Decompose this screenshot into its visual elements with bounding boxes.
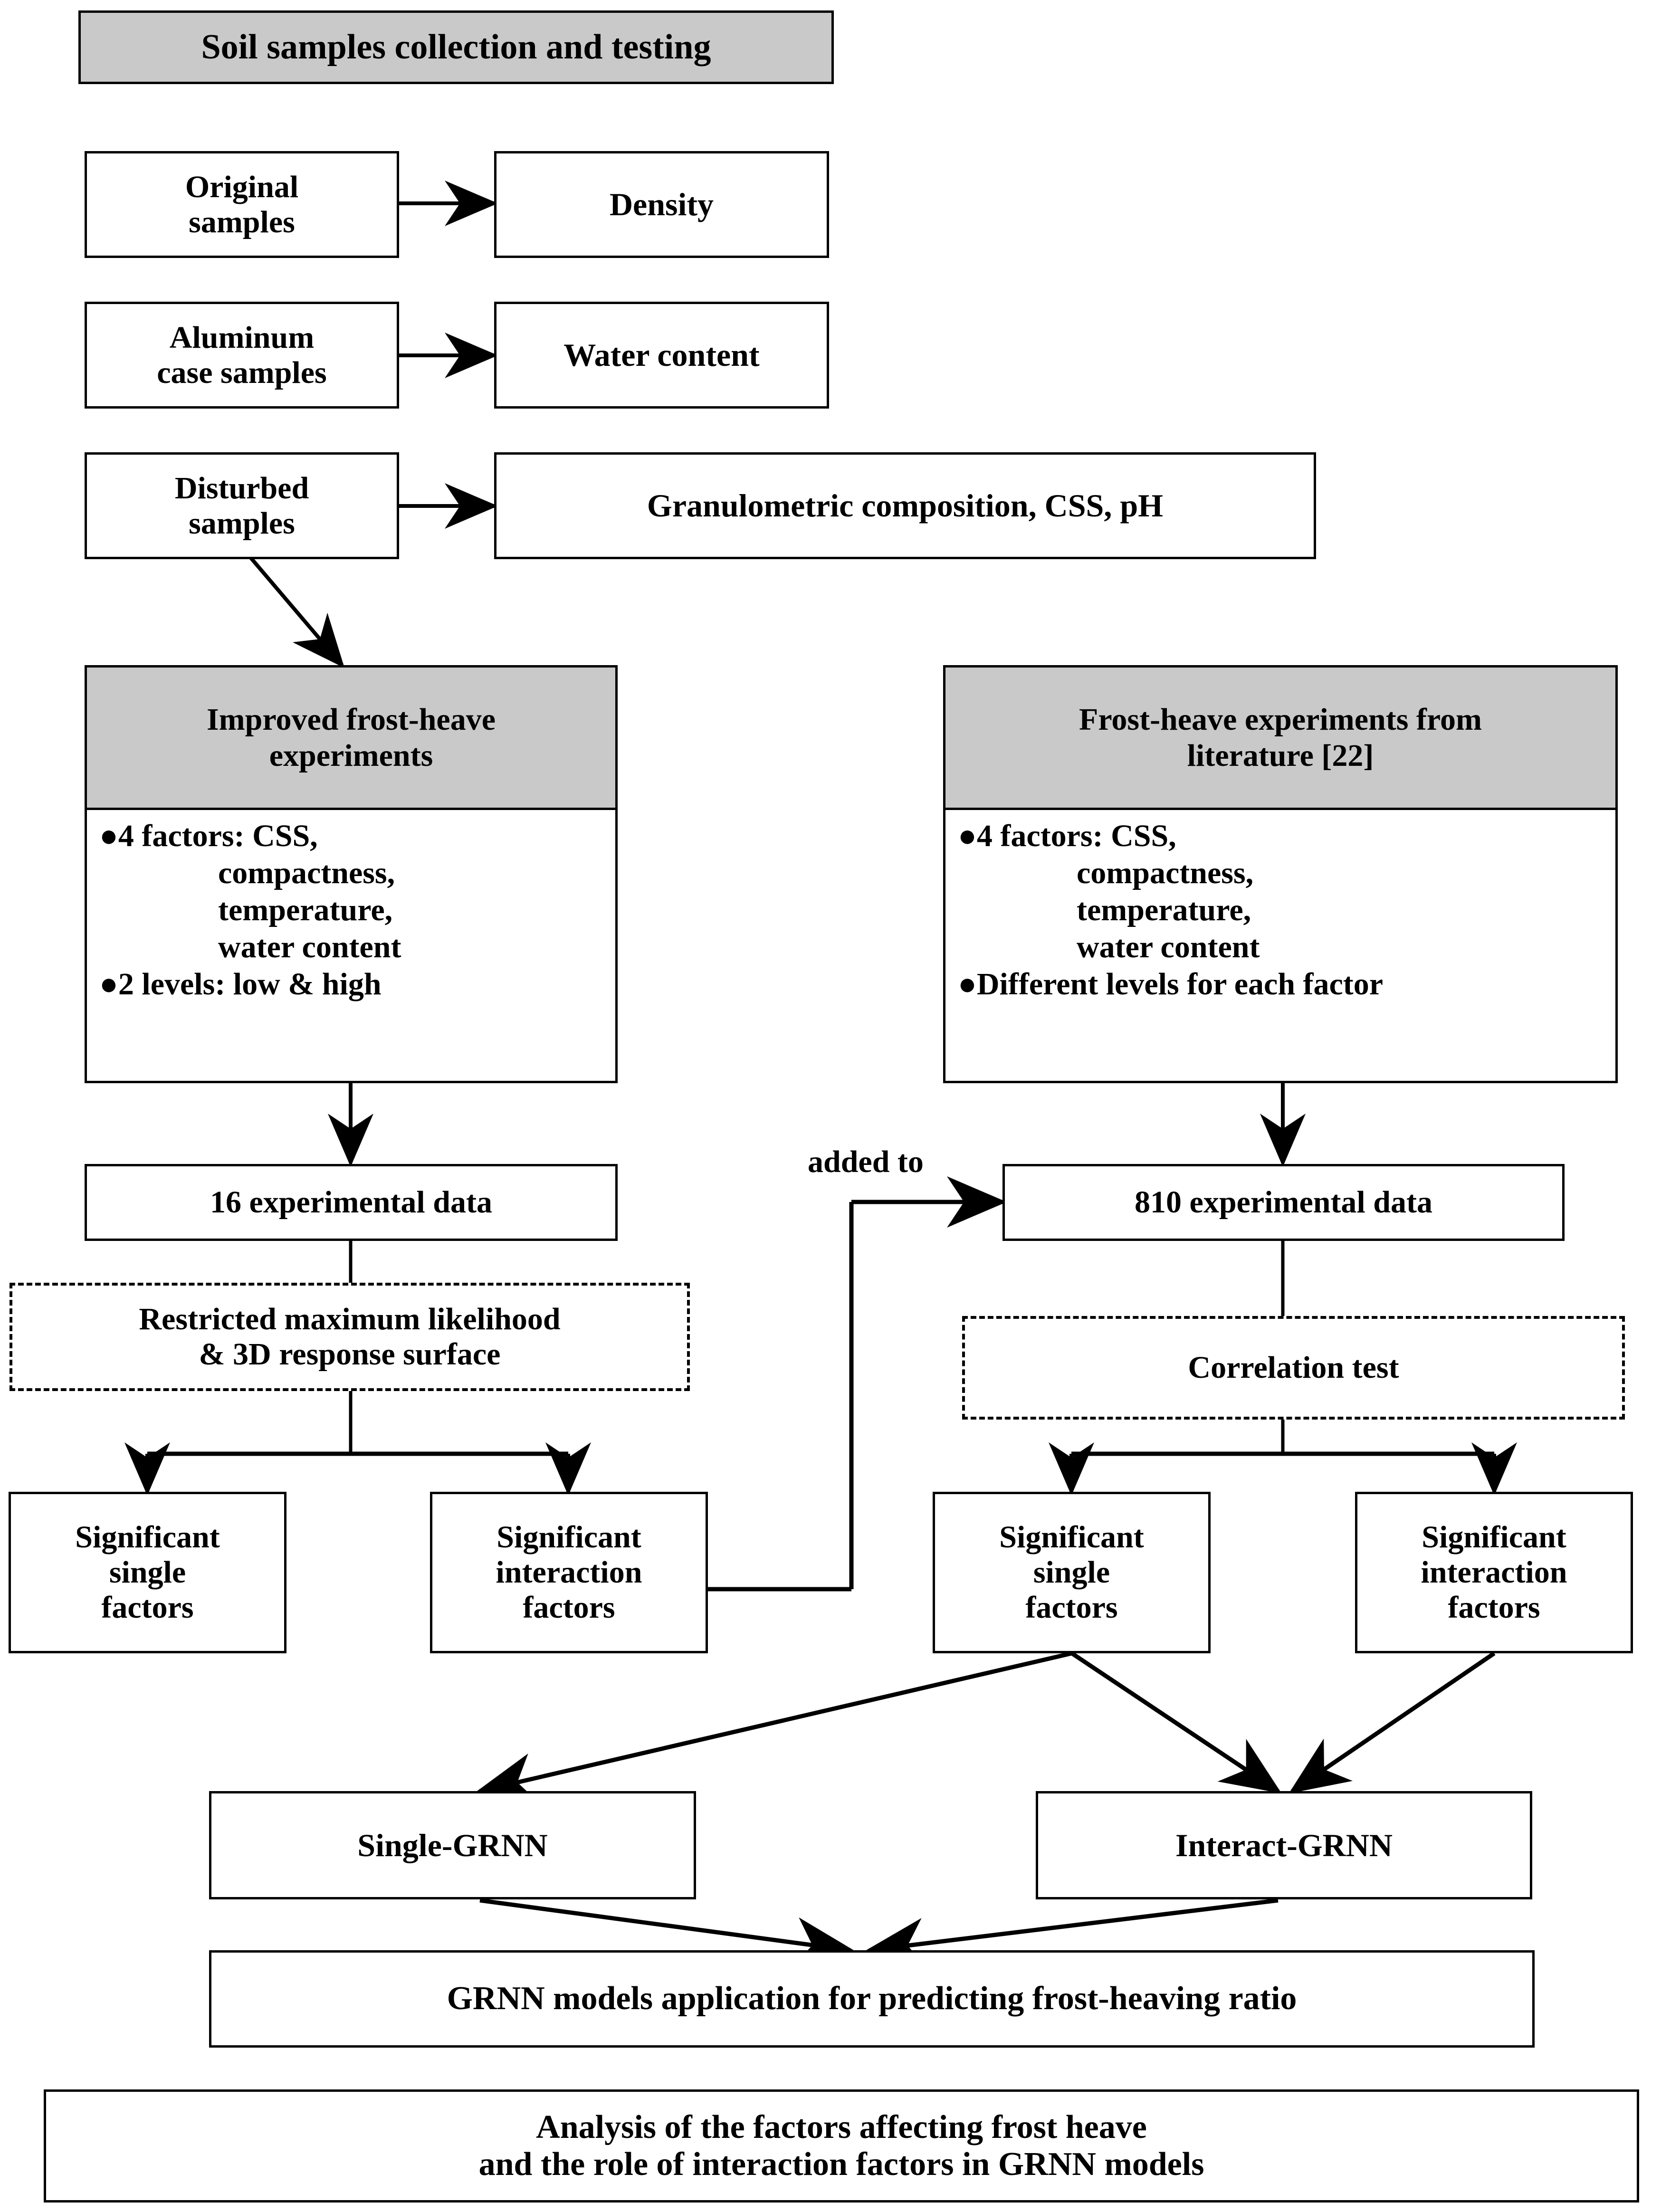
factor-box-left-interaction-label: Significant interaction factors bbox=[496, 1520, 642, 1625]
model-box-single-grnn: Single-GRNN bbox=[209, 1791, 696, 1899]
bullet-subline: compactness, bbox=[1077, 855, 1254, 890]
experiment-panel-literature: Frost-heave experiments from literature … bbox=[943, 665, 1618, 1083]
factor-box-right-interaction-label: Significant interaction factors bbox=[1421, 1520, 1567, 1625]
bullet-subline: temperature, bbox=[218, 892, 393, 927]
experiment-panel-improved-title: Improved frost-heave experiments bbox=[87, 667, 615, 810]
model-box-interact-grnn-label: Interact-GRNN bbox=[1175, 1827, 1393, 1863]
bullet-item: ●4 factors: CSS, bbox=[99, 819, 318, 853]
sample-box-original: Original samples bbox=[85, 151, 399, 258]
sample-box-disturbed-label: Disturbed samples bbox=[174, 470, 309, 541]
bullet-subline: water content bbox=[1077, 929, 1260, 964]
bullet-item: ●2 levels: low & high bbox=[99, 966, 382, 1001]
experiment-panel-improved: Improved frost-heave experiments ●4 fact… bbox=[85, 665, 618, 1083]
sample-box-disturbed: Disturbed samples bbox=[85, 452, 399, 559]
title-box-label: Soil samples collection and testing bbox=[201, 28, 711, 67]
bullet-item: ●4 factors: CSS, bbox=[958, 819, 1176, 853]
data-box-810: 810 experimental data bbox=[1002, 1164, 1565, 1241]
dashdot-border bbox=[962, 1316, 1625, 1420]
application-box-label: GRNN models application for predicting f… bbox=[447, 1980, 1297, 2017]
test-box-water-content-label: Water content bbox=[563, 337, 760, 373]
sample-box-aluminum: Aluminum case samples bbox=[85, 302, 399, 409]
experiment-panel-literature-title: Frost-heave experiments from literature … bbox=[945, 667, 1615, 810]
experiment-panel-literature-body: ●4 factors: CSS, compactness, temperatur… bbox=[945, 810, 1615, 1081]
experiment-panel-improved-body: ●4 factors: CSS, compactness, temperatur… bbox=[87, 810, 615, 1081]
sample-box-aluminum-label: Aluminum case samples bbox=[157, 320, 327, 390]
data-box-16: 16 experimental data bbox=[85, 1164, 618, 1241]
title-box: Soil samples collection and testing bbox=[78, 10, 834, 84]
factor-box-right-single: Significant single factors bbox=[933, 1492, 1211, 1653]
factor-box-right-interaction: Significant interaction factors bbox=[1355, 1492, 1633, 1653]
bullet-subline: water content bbox=[218, 929, 401, 964]
factor-box-left-single-label: Significant single factors bbox=[75, 1520, 220, 1625]
bullet-item: ●Different levels for each factor bbox=[958, 966, 1384, 1001]
dashdot-border bbox=[10, 1283, 690, 1391]
method-box-reml: Restricted maximum likelihood & 3D respo… bbox=[10, 1283, 690, 1391]
method-box-reml-label: Restricted maximum likelihood & 3D respo… bbox=[139, 1302, 561, 1372]
sample-box-original-label: Original samples bbox=[185, 169, 299, 239]
factor-box-right-single-label: Significant single factors bbox=[999, 1520, 1144, 1625]
method-box-correlation: Correlation test bbox=[962, 1316, 1625, 1420]
factor-box-left-single: Significant single factors bbox=[9, 1492, 286, 1653]
test-box-density: Density bbox=[494, 151, 829, 258]
conclusion-box: Analysis of the factors affecting frost … bbox=[44, 2089, 1639, 2202]
model-box-single-grnn-label: Single-GRNN bbox=[357, 1827, 548, 1863]
application-box: GRNN models application for predicting f… bbox=[209, 1950, 1535, 2048]
data-box-16-label: 16 experimental data bbox=[210, 1185, 492, 1220]
factor-box-left-interaction: Significant interaction factors bbox=[430, 1492, 708, 1653]
test-box-granulometric-label: Granulometric composition, CSS, pH bbox=[647, 487, 1164, 524]
edge-label-added-to: added to bbox=[808, 1144, 924, 1179]
conclusion-box-label: Analysis of the factors affecting frost … bbox=[478, 2108, 1204, 2183]
model-box-interact-grnn: Interact-GRNN bbox=[1036, 1791, 1532, 1899]
test-box-granulometric: Granulometric composition, CSS, pH bbox=[494, 452, 1316, 559]
bullet-subline: compactness, bbox=[218, 855, 395, 890]
data-box-810-label: 810 experimental data bbox=[1135, 1185, 1432, 1220]
method-box-correlation-label: Correlation test bbox=[1188, 1350, 1399, 1385]
test-box-water-content: Water content bbox=[494, 302, 829, 409]
test-box-density-label: Density bbox=[609, 186, 714, 223]
bullet-subline: temperature, bbox=[1077, 892, 1251, 927]
